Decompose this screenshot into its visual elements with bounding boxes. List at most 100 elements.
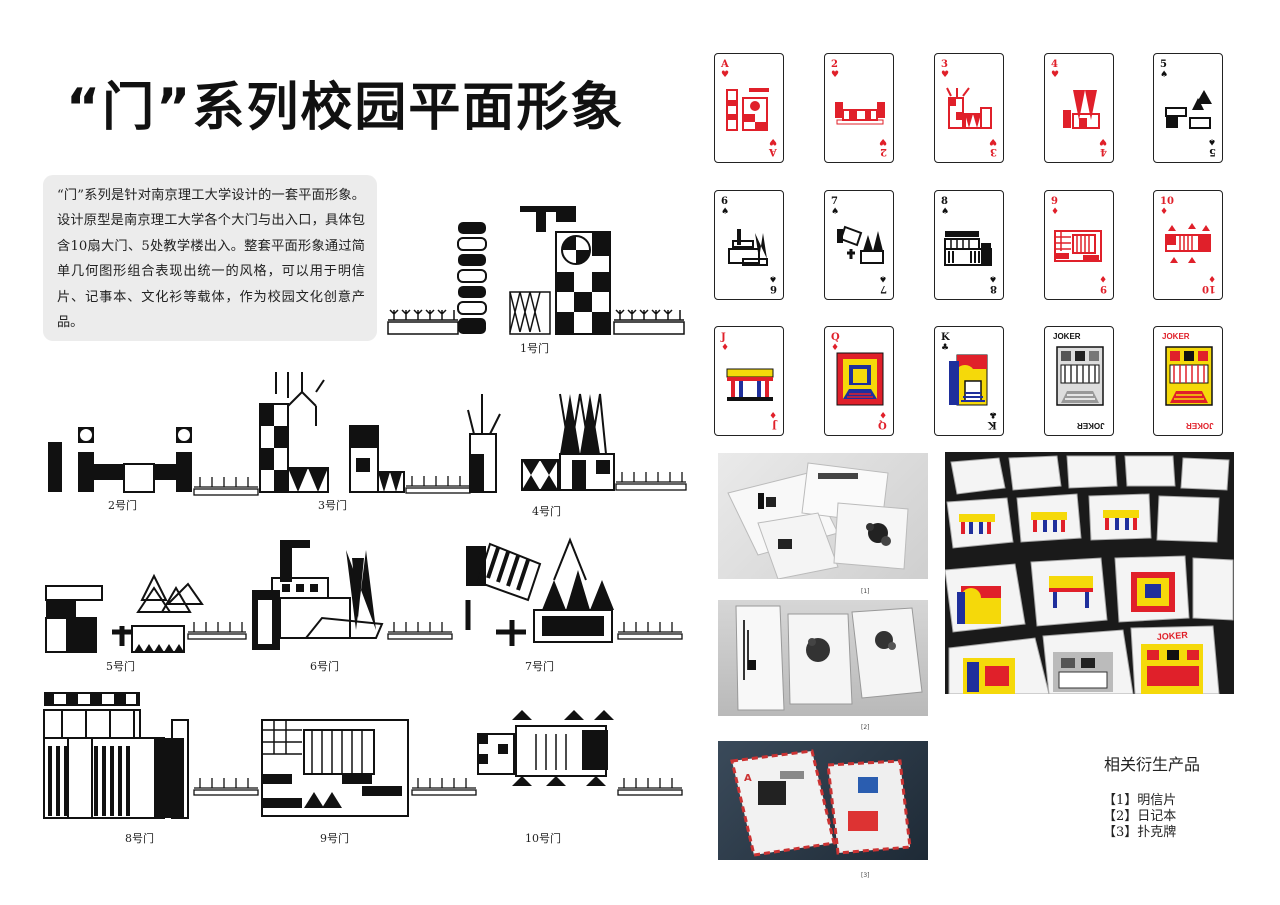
card-rank: 3 — [941, 59, 948, 70]
diamond-icon: ♦ — [721, 343, 730, 353]
card-8-spades: 8 ♠ ♠ 8 — [934, 190, 1004, 300]
card-4-hearts: 4 ♥ ♥ 4 — [1044, 53, 1114, 163]
photo-3-caption: [3] — [861, 872, 870, 879]
spade-icon: ♠ — [768, 273, 777, 283]
card-9-diamonds: 9 ♦ ♦ 9 — [1044, 190, 1114, 300]
card-rank: A — [769, 146, 777, 157]
heart-icon: ♥ — [1098, 136, 1107, 146]
heart-icon: ♥ — [721, 70, 730, 80]
gate-3-label: 3号门 — [318, 499, 347, 512]
card-rank: 7 — [880, 283, 887, 294]
card-rank: 6 — [770, 283, 777, 294]
heart-icon: ♥ — [941, 70, 950, 80]
diamond-icon: ♦ — [1098, 273, 1107, 283]
gate-1-label: 1号门 — [520, 342, 549, 355]
photo-notebooks — [718, 600, 928, 716]
diamond-icon: ♦ — [1160, 207, 1169, 217]
card-6-spades: 6 ♠ ♠ 6 — [714, 190, 784, 300]
card-joker-black: JOKER JOKER — [1044, 326, 1114, 436]
diamond-icon: ♦ — [878, 409, 887, 419]
spade-icon: ♠ — [831, 207, 840, 217]
card-joker-red: JOKER JOKER — [1153, 326, 1223, 436]
club-icon: ♣ — [941, 343, 950, 353]
description-text: “门”系列是针对南京理工大学设计的一套平面形象。设计原型是南京理工大学各个大门与… — [57, 188, 365, 331]
photo-1-caption: [1] — [861, 588, 870, 595]
page-title: “门”系列校园平面形象 — [66, 78, 625, 138]
card-rank: JOKER — [1077, 421, 1105, 430]
card-rank: 7 — [831, 196, 838, 207]
heart-icon: ♥ — [1051, 70, 1060, 80]
gate-9-label: 9号门 — [320, 832, 349, 845]
gate-2-label: 2号门 — [108, 499, 137, 512]
club-icon: ♣ — [988, 409, 997, 419]
card-q-diamonds: Q ♦ ♦ Q — [824, 326, 894, 436]
gate-6-label: 6号门 — [310, 660, 339, 673]
heart-icon: ♥ — [988, 136, 997, 146]
card-rank: 5 — [1209, 146, 1216, 157]
card-7-spades: 7 ♠ ♠ 7 — [824, 190, 894, 300]
heart-icon: ♥ — [831, 70, 840, 80]
card-rank: 8 — [990, 283, 997, 294]
gate-1-illustration — [387, 206, 685, 335]
card-3-hearts: 3 ♥ ♥ 3 — [934, 53, 1004, 163]
card-j-diamonds: J ♦ ♦ J — [714, 326, 784, 436]
card-rank: K — [941, 332, 950, 343]
card-rank: 2 — [831, 59, 838, 70]
card-rank: Q — [878, 419, 887, 430]
card-rank: J — [772, 419, 777, 430]
products-list: 【1】明信片 【2】日记本 【3】扑克牌 — [1103, 793, 1176, 841]
products-title: 相关衍生产品 — [1104, 755, 1201, 774]
product-item: 【3】扑克牌 — [1103, 825, 1177, 840]
gate-4-label: 4号门 — [532, 505, 561, 518]
card-rank: 3 — [990, 146, 997, 157]
gate-5-label: 5号门 — [106, 660, 135, 673]
card-rank: 5 — [1160, 59, 1167, 70]
gate-8-9-10-illustration — [43, 692, 683, 819]
svg-text:A: A — [744, 773, 752, 784]
heart-icon: ♥ — [768, 136, 777, 146]
card-rank: 2 — [880, 146, 887, 157]
photo-card-spread: JOKER — [945, 452, 1234, 694]
gate-4-illustration — [521, 393, 687, 491]
gate-2-3-illustration — [48, 372, 329, 496]
card-rank: 9 — [1100, 283, 1107, 294]
gate-10-label: 10号门 — [525, 832, 561, 845]
heart-icon: ♥ — [878, 136, 887, 146]
card-rank: JOKER — [1053, 332, 1081, 341]
diamond-icon: ♦ — [1051, 207, 1060, 217]
card-k-clubs: K ♣ ♣ K — [934, 326, 1004, 436]
card-10-diamonds: 10 ♦ ♦ 10 — [1153, 190, 1223, 300]
photo-joker-text: JOKER — [1156, 630, 1188, 642]
gate-8-label: 8号门 — [125, 832, 154, 845]
card-rank: J — [721, 332, 726, 343]
spade-icon: ♠ — [988, 273, 997, 283]
card-rank: K — [988, 419, 997, 430]
card-rank: 9 — [1051, 196, 1058, 207]
product-item: 【1】明信片 — [1103, 793, 1177, 808]
diamond-icon: ♦ — [768, 409, 777, 419]
photo-2-caption: [2] — [861, 724, 870, 731]
spade-icon: ♠ — [878, 273, 887, 283]
card-rank: 6 — [721, 196, 728, 207]
card-rank: A — [721, 59, 729, 70]
spade-icon: ♠ — [941, 207, 950, 217]
card-2-hearts: 2 ♥ ♥ 2 — [824, 53, 894, 163]
card-rank: Q — [831, 332, 840, 343]
gate-5-6-7-illustration — [45, 537, 683, 653]
card-5-spades: 5 ♠ ♠ 5 — [1153, 53, 1223, 163]
diamond-icon: ♦ — [831, 343, 840, 353]
card-rank: 8 — [941, 196, 948, 207]
card-rank: JOKER — [1162, 332, 1190, 341]
spade-icon: ♠ — [1207, 136, 1216, 146]
photo-postcards — [718, 453, 928, 579]
card-rank: 4 — [1100, 146, 1107, 157]
photo-poker-box: A — [718, 741, 928, 860]
spade-icon: ♠ — [721, 207, 730, 217]
product-item: 【2】日记本 — [1103, 809, 1177, 824]
card-rank: 4 — [1051, 59, 1058, 70]
gate-7-label: 7号门 — [525, 660, 554, 673]
description-box: “门”系列是针对南京理工大学设计的一套平面形象。设计原型是南京理工大学各个大门与… — [43, 175, 377, 341]
gate-3-illustration — [349, 394, 501, 494]
card-rank: 10 — [1202, 283, 1216, 294]
spade-icon: ♠ — [1160, 70, 1169, 80]
